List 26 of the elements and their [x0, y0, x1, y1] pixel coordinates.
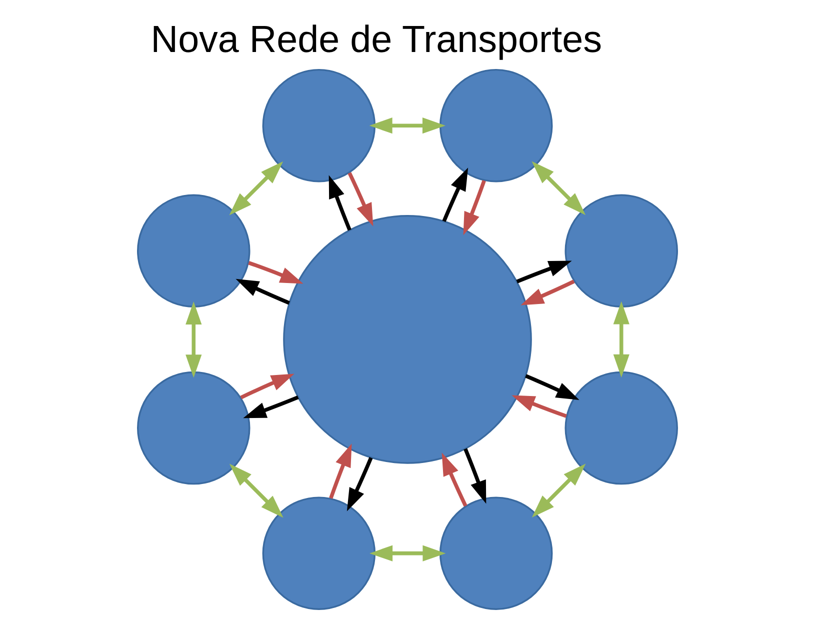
diagram-title: Nova Rede de Transportes: [150, 18, 602, 60]
arrow: [369, 545, 446, 562]
arrow: [240, 374, 294, 400]
arrow: [235, 278, 290, 305]
arrow: [524, 374, 579, 400]
arrow: [185, 301, 202, 378]
arrow: [462, 180, 486, 236]
arrow: [368, 118, 445, 134]
arrow: [520, 280, 574, 306]
arrow: [612, 301, 629, 378]
arrow: [228, 464, 283, 518]
arrow: [248, 261, 303, 284]
arrow: [328, 175, 351, 231]
arrow: [328, 444, 352, 499]
arrow: [531, 464, 586, 518]
arrow: [242, 396, 298, 418]
arrow: [347, 172, 373, 226]
arrow: [346, 456, 372, 512]
arrow: [531, 161, 586, 216]
arrow: [511, 395, 566, 418]
node-circle: [282, 215, 532, 464]
arrow: [228, 161, 283, 216]
arrow: [463, 448, 486, 504]
arrow: [516, 260, 572, 284]
arrow: [442, 168, 468, 222]
arrow: [441, 452, 467, 507]
